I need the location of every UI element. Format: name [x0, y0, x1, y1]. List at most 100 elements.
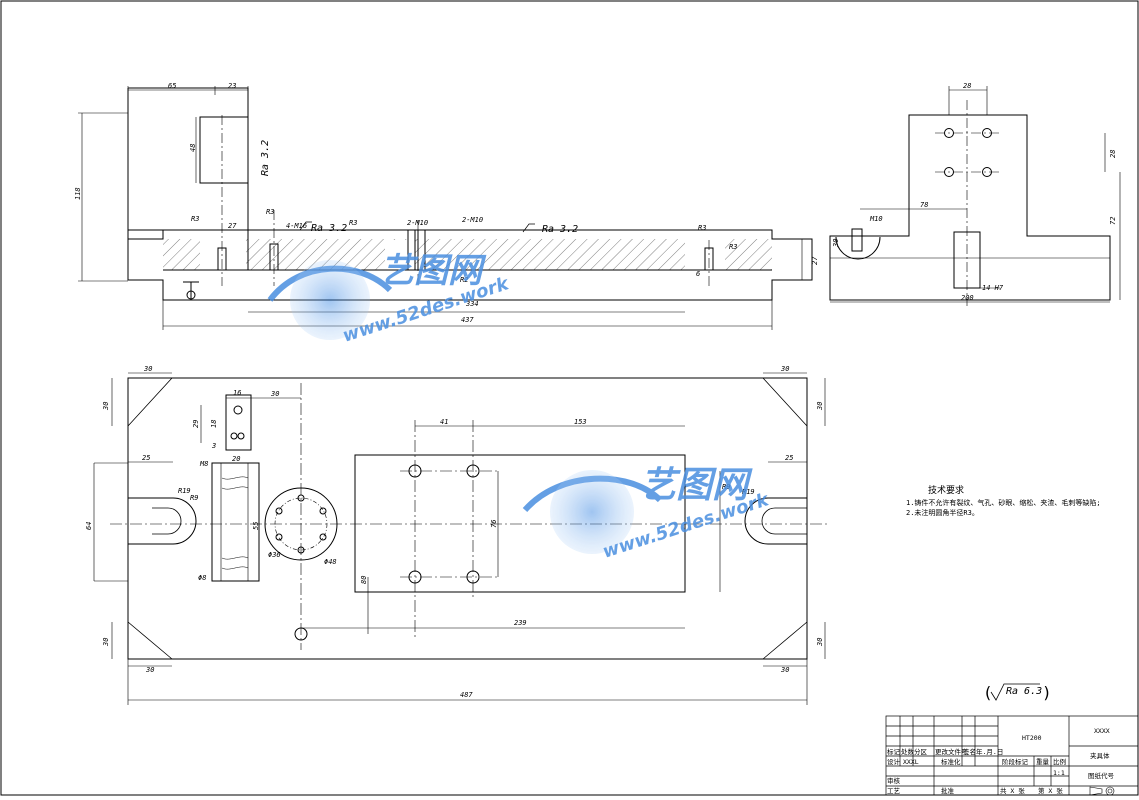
- label-r3-c: R3: [349, 219, 357, 227]
- tb-h-zhongliang: 重量: [1036, 758, 1050, 766]
- dim-437: 437: [461, 316, 474, 324]
- tb-material: HT200: [1022, 734, 1042, 742]
- roughness-symbol-icon: [299, 221, 535, 233]
- plan-dim-30-d: 30: [816, 402, 824, 411]
- roughness-ra-3-2-a: Ra 3.2: [311, 223, 347, 234]
- tb-h-di: 第 X 张: [1038, 786, 1063, 795]
- plan-dim-30-b: 30: [780, 365, 789, 373]
- tb-h-gengwen: 更改文件号: [935, 747, 968, 756]
- tb-part-name: 夹具体: [1090, 751, 1110, 760]
- watermark-text-cn-2: 艺图网: [640, 465, 753, 506]
- label-r3-b: R3: [266, 208, 274, 216]
- general-roughness: ( Ra 6.3 ): [983, 683, 1052, 702]
- plan-dim-30-e: 30: [102, 638, 110, 647]
- label-r3-d: R3: [698, 224, 706, 232]
- plan-label-r9-b: R9: [722, 483, 730, 491]
- plan-label-m8: M8: [199, 460, 208, 468]
- tb-h-xxx: XXXL: [903, 758, 919, 766]
- paren-left: (: [983, 683, 993, 702]
- side-dim-28-v: 28: [1109, 150, 1117, 158]
- plan-dim-3: 3: [211, 442, 216, 450]
- plan-label-r9-a: R9: [190, 494, 198, 502]
- watermark-text-cn-1: 艺图网: [380, 251, 487, 291]
- label-r2: R2: [460, 276, 468, 284]
- plan-label-phi36: Φ36: [268, 551, 281, 559]
- roughness-symbol-icon: [990, 683, 1040, 701]
- tb-scale: 1:1: [1053, 769, 1065, 777]
- dim-118: 118: [74, 187, 82, 200]
- plan-dim-30-i: 30: [270, 390, 279, 398]
- tb-h-sheji: 设计: [887, 757, 901, 766]
- plan-dim-487: 487: [460, 691, 473, 699]
- plan-dim-55: 55: [252, 522, 260, 530]
- plan-center-pocket: [354, 454, 686, 593]
- plan-label-phi8: Φ8: [198, 574, 206, 582]
- roughness-ra-6-3: Ra 6.3: [1006, 686, 1042, 697]
- plan-dim-20: 20: [232, 455, 240, 463]
- tb-h-sign: 签名: [963, 747, 976, 756]
- side-outline: [829, 114, 1111, 301]
- plan-view-text: 30 30 30 30 30 30 30 30 30 16 29 18 3 20…: [85, 365, 824, 699]
- tb-h-bili: 比例: [1053, 757, 1066, 766]
- dim-27-right: 27: [811, 256, 819, 265]
- title-block: [885, 715, 1139, 796]
- label-2-m10: 2-M10: [407, 219, 428, 227]
- tb-drawing-no: 图纸代号: [1088, 771, 1115, 780]
- side-label-14h7: 14 H7: [982, 284, 1004, 292]
- plan-dim-16: 16: [233, 389, 241, 397]
- dim-48: 48: [189, 144, 197, 152]
- side-dim-30: 30: [832, 239, 840, 248]
- paren-right: ): [1042, 683, 1052, 702]
- globe-icon: [290, 260, 370, 340]
- label-r3-a: R3: [191, 215, 199, 223]
- label-r3-e: R3: [729, 243, 737, 251]
- front-hatch: [163, 239, 772, 270]
- tech-requirements: 技术要求 1.铸件不允许有裂纹、气孔、砂眼、缩松、夹渣、毛刺等缺陷; 2.未注明…: [906, 484, 1101, 517]
- tech-line-2: 2.未注明圆角半径R3。: [906, 508, 979, 517]
- tb-h-pizhun: 批准: [941, 786, 955, 795]
- label-2-m10-b: 2-M10: [462, 216, 483, 224]
- dim-6: 6: [696, 270, 700, 278]
- side-label-m10: M10: [869, 215, 883, 223]
- plan-dim-30-h: 30: [780, 666, 789, 674]
- side-dim-200: 200: [961, 294, 974, 302]
- dim-23: 23: [228, 82, 236, 90]
- roughness-ra-3-2-b: Ra 3.2: [542, 224, 578, 235]
- side-dim-78: 78: [920, 201, 928, 209]
- side-view-text: 28 28 72 78 30 200 M10 14 H7: [832, 82, 1117, 302]
- plan-dim-30-g: 30: [145, 666, 154, 674]
- tb-h-gong: 共 X 张: [1000, 786, 1025, 795]
- plan-dim-64: 64: [85, 522, 93, 530]
- projection-symbol-icon: [1089, 786, 1115, 796]
- dim-65: 65: [168, 82, 176, 90]
- front-view-text: 65 23 118 48 27 27 334 437 6 R3 R3 R3 R3…: [74, 82, 819, 324]
- plan-dim-30-f: 30: [816, 638, 824, 647]
- globe-icon: [550, 470, 634, 554]
- plan-dim-29: 29: [192, 420, 200, 428]
- side-view: [829, 86, 1121, 306]
- tb-h-date: 年.月.日: [976, 747, 1003, 756]
- plan-dim-25-b: 25: [785, 454, 793, 462]
- side-dim-28: 28: [963, 82, 971, 90]
- title-block-text: HT200 XXXX 夹具体 图纸代号 1:1 标记 处数 分区 更改文件号 签…: [887, 727, 1115, 796]
- plan-dim-30-a: 30: [143, 365, 152, 373]
- roughness-ra-3-2-c: Ra 3.2: [260, 140, 271, 176]
- dim-27: 27: [228, 222, 237, 230]
- dim-334: 334: [465, 300, 479, 308]
- watermark-2: 艺图网 www.52des.work: [522, 465, 772, 563]
- plan-label-r19-b: R19: [742, 488, 755, 496]
- tb-h-jieduan: 阶段标记: [1002, 757, 1029, 766]
- plan-dim-239: 239: [514, 619, 527, 627]
- tb-h-fenqu: 分区: [914, 747, 928, 756]
- plan-outline: [127, 377, 808, 660]
- tb-h-gongyi: 工艺: [887, 787, 901, 795]
- plan-dim-153: 153: [574, 418, 587, 426]
- side-dim-72: 72: [1109, 217, 1117, 225]
- plan-view: [93, 372, 830, 705]
- plan-label-r19-a: R19: [178, 487, 191, 495]
- plan-label-phi48: Φ48: [324, 558, 337, 566]
- tb-h-biaozhunhua: 标准化: [941, 757, 961, 766]
